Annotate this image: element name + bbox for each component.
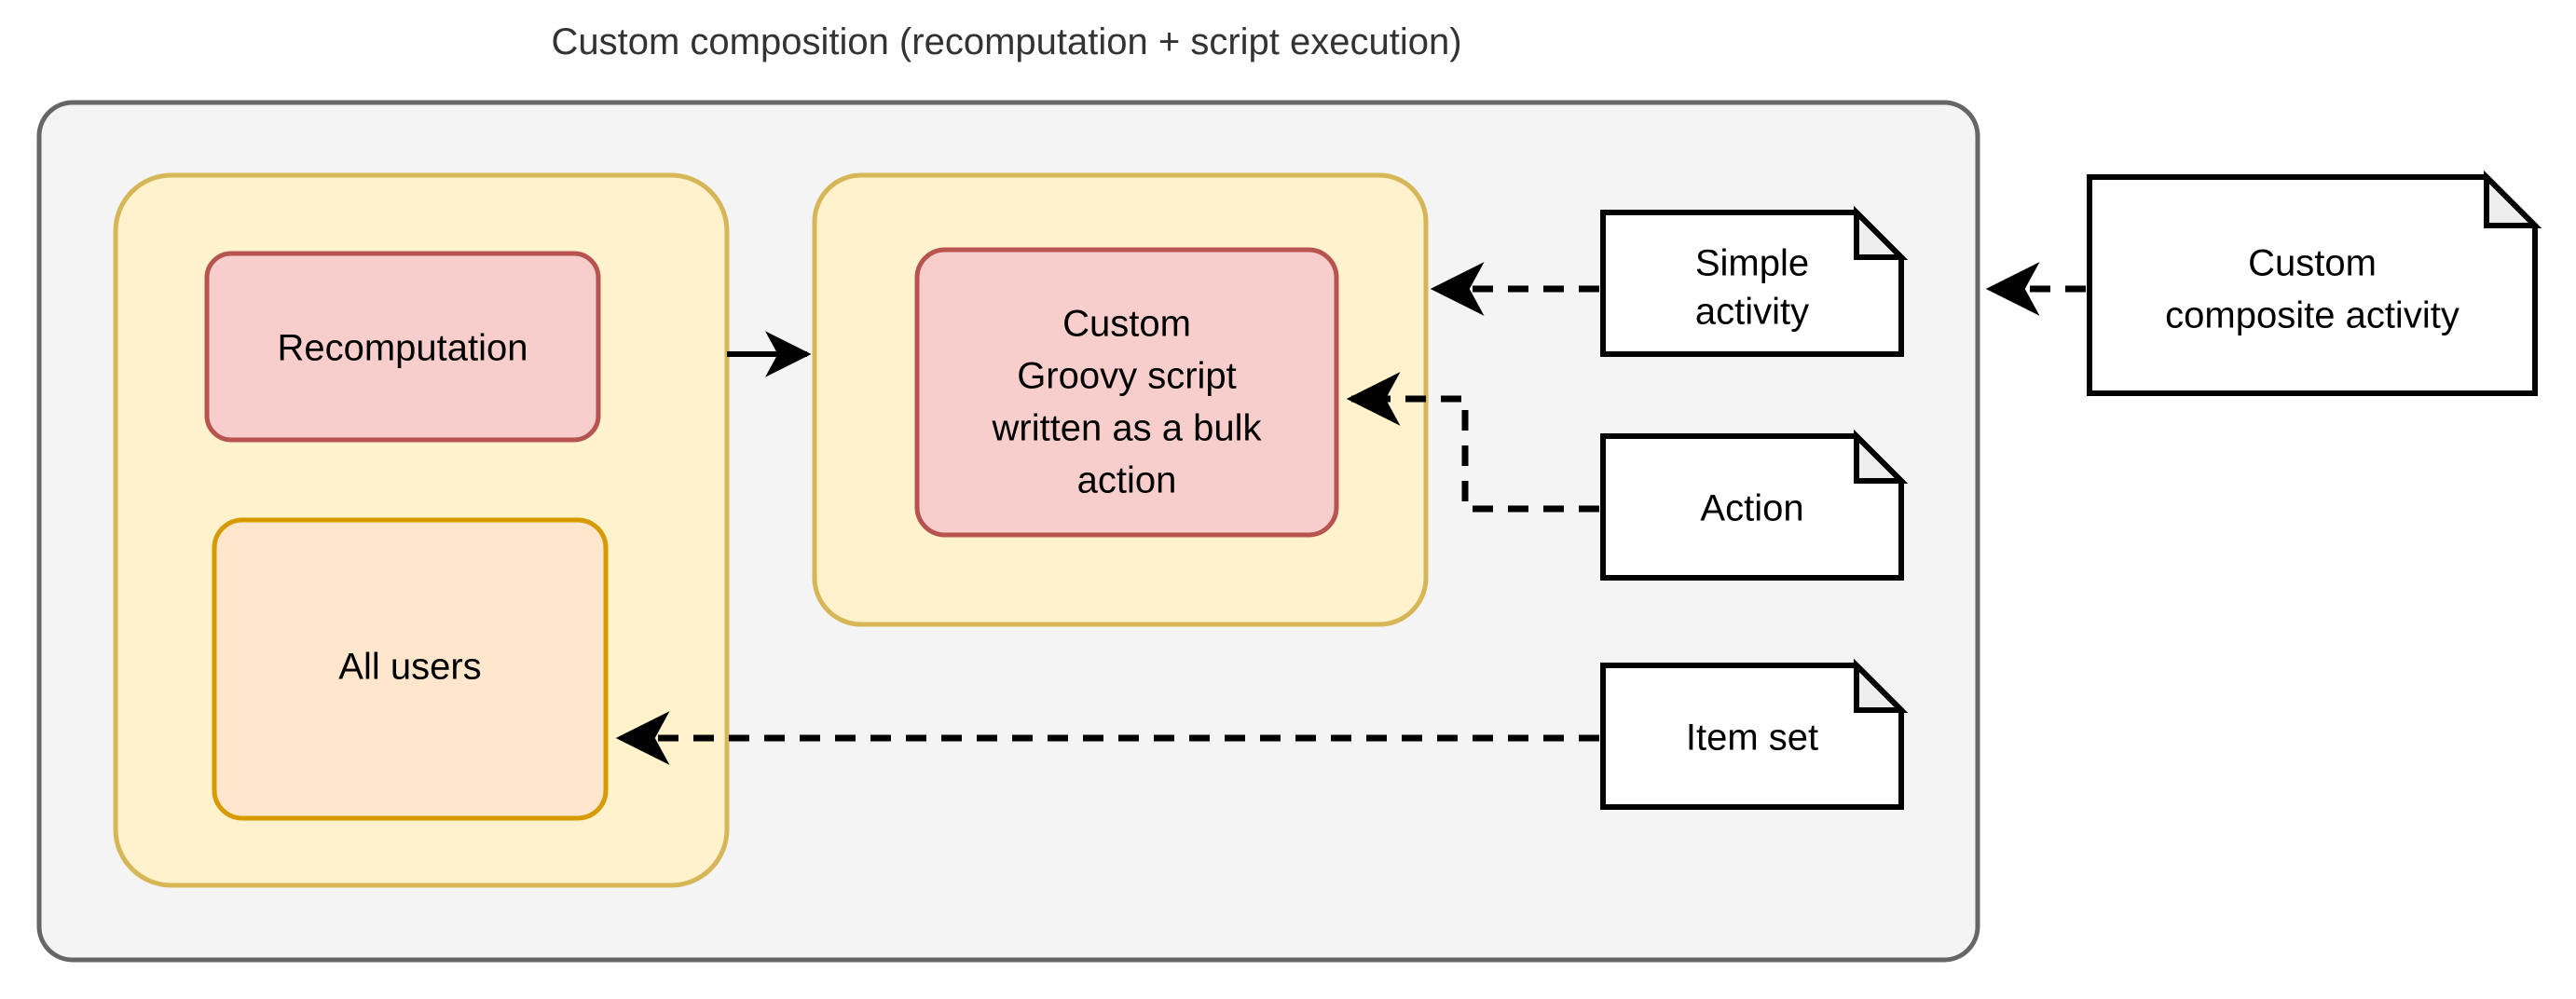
custom-groovy-script-node[interactable]: Custom Groovy script written as a bulk a… xyxy=(914,247,1339,538)
simple-activity-note[interactable]: Simple activity xyxy=(1600,205,1909,357)
custom-composite-activity-note-fold xyxy=(2484,170,2542,228)
recomputation-node[interactable]: Recomputation xyxy=(204,251,601,443)
simple-activity-note-fold xyxy=(1854,205,1909,260)
simple-activity-label-line-2: activity xyxy=(1695,292,1809,333)
custom-groovy-script-box[interactable] xyxy=(914,247,1339,538)
custom-composite-activity-label-line-2: composite activity xyxy=(2165,295,2460,336)
custom-groovy-script-label-line-2: Groovy script xyxy=(1017,356,1237,397)
custom-groovy-script-label-line-4: action xyxy=(1077,460,1177,501)
custom-composite-activity-note[interactable]: Custom composite activity xyxy=(2087,170,2542,396)
item-set-note-fold xyxy=(1854,658,1909,713)
action-note[interactable]: Action xyxy=(1600,429,1909,581)
recomputation-box[interactable] xyxy=(204,251,601,443)
diagram-title: Custom composition (recomputation + scri… xyxy=(551,21,1461,62)
simple-activity-label-line-1: Simple xyxy=(1695,243,1809,284)
item-set-note[interactable]: Item set xyxy=(1600,658,1909,810)
all-users-node[interactable]: All users xyxy=(212,517,609,821)
custom-composite-activity-note-body[interactable] xyxy=(2087,174,2538,396)
custom-groovy-script-label-line-3: written as a bulk xyxy=(991,408,1262,449)
all-users-label: All users xyxy=(338,647,481,688)
item-set-note-body[interactable] xyxy=(1600,663,1904,810)
custom-groovy-script-label-line-1: Custom xyxy=(1062,304,1191,345)
item-set-label: Item set xyxy=(1686,718,1818,759)
simple-activity-note-body[interactable] xyxy=(1600,210,1904,357)
all-users-box[interactable] xyxy=(212,517,609,821)
action-note-body[interactable] xyxy=(1600,433,1904,581)
edge-action-to-custom-groovy-script xyxy=(1346,372,1599,513)
custom-composite-activity-label-line-1: Custom xyxy=(2248,243,2377,284)
action-note-fold xyxy=(1854,429,1909,484)
action-label: Action xyxy=(1700,488,1803,529)
recomputation-label: Recomputation xyxy=(277,328,528,369)
